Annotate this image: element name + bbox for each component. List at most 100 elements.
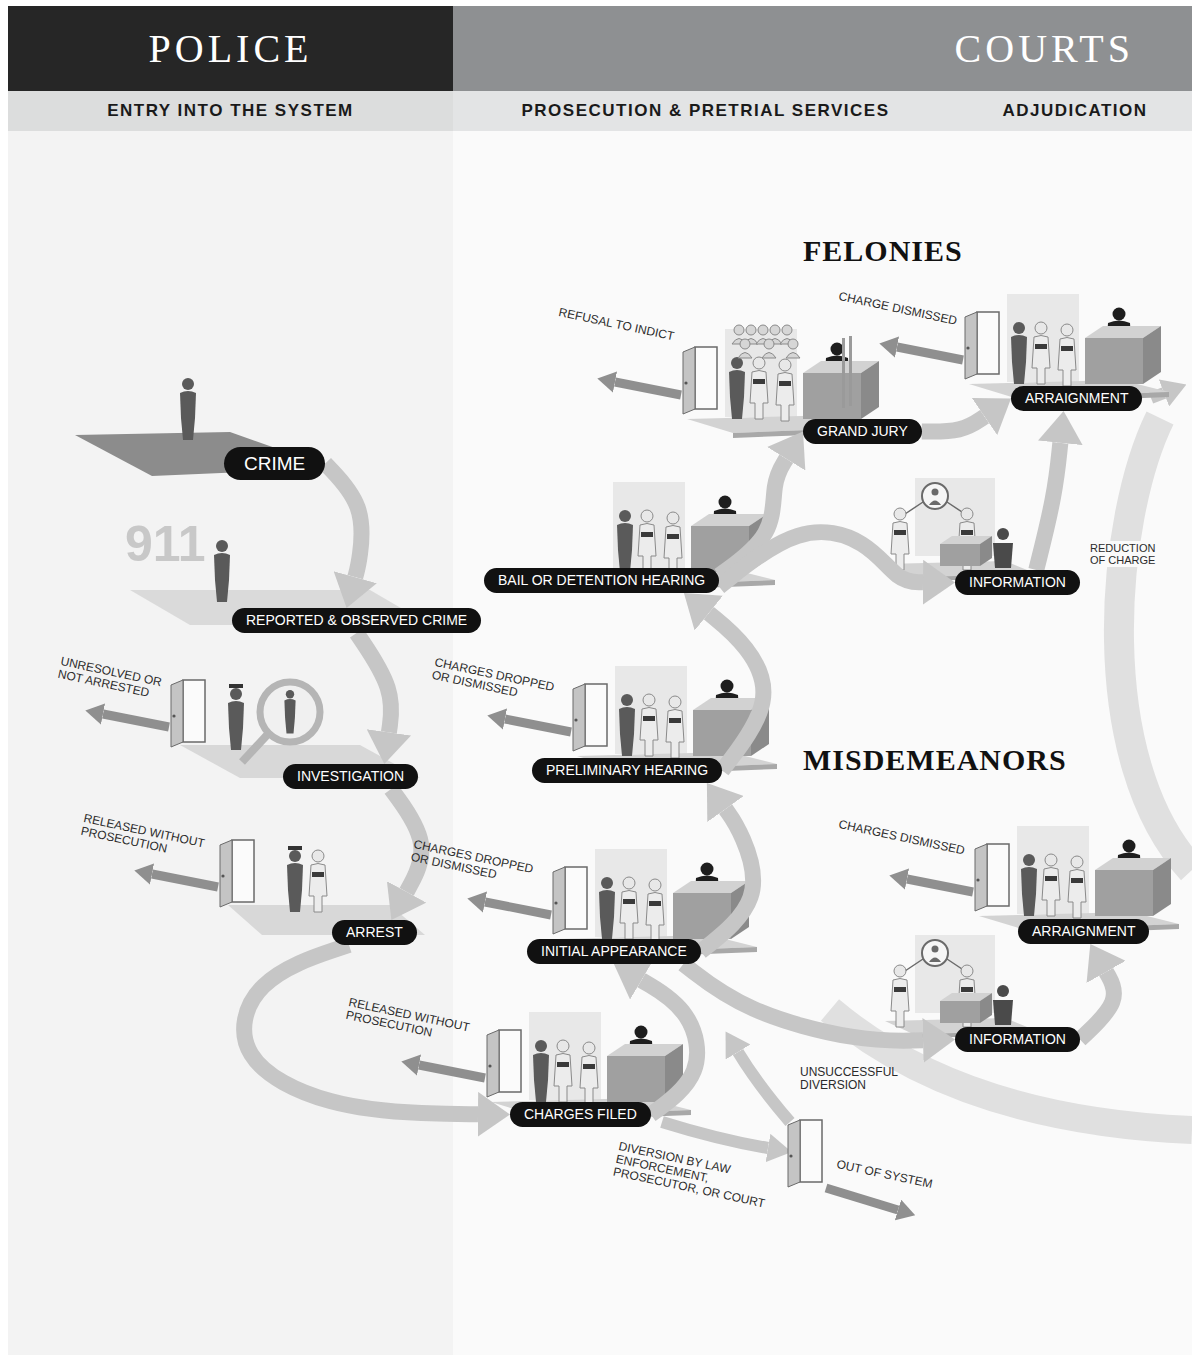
stage-text: ARRAIGNMENT: [1025, 390, 1128, 407]
magnifier-lens: [260, 682, 320, 742]
stage-text: INITIAL APPEARANCE: [541, 943, 687, 960]
stage-label: ARREST: [332, 920, 417, 945]
stage-text: BAIL OR DETENTION HEARING: [498, 572, 705, 589]
stage-label: INITIAL APPEARANCE: [527, 939, 701, 964]
rail-bar: [849, 336, 852, 406]
section-subheader: PROSECUTION & PRETRIAL SERVICES: [453, 91, 958, 131]
stage-label: ARRAIGNMENT: [1018, 919, 1149, 944]
stage-text: ARREST: [346, 924, 403, 941]
exit-arrow: [505, 719, 571, 732]
courts-ground: [453, 131, 1192, 1355]
flow-arrow: [683, 964, 923, 1041]
stage-text: INFORMATION: [969, 1031, 1066, 1048]
exit-arrow: [485, 902, 551, 915]
exit-arrow: [152, 874, 218, 887]
magnifier-handle: [242, 734, 268, 762]
exit-label: CHARGES DROPPED OR DISMISSED: [410, 838, 543, 890]
stage-label: INFORMATION: [955, 570, 1080, 595]
section-heading: MISDEMEANORS: [803, 743, 1067, 777]
stage-label: GRAND JURY: [803, 419, 922, 444]
person-figure: [214, 540, 230, 602]
stage-text: CHARGES FILED: [524, 1106, 637, 1123]
exit-label: CHARGES DROPPED OR DISMISSED: [431, 656, 564, 708]
stage-text: ARRAIGNMENT: [1032, 923, 1135, 940]
exit-arrow: [907, 879, 973, 892]
flow-arrow: [1080, 972, 1114, 1040]
police-figure: [228, 688, 244, 750]
information-scene: [885, 478, 1037, 581]
diversion-arrow: [662, 1122, 768, 1148]
exit-door: [171, 680, 205, 747]
exit-arrow: [897, 347, 963, 360]
juror-figure: [738, 339, 752, 358]
flow-label: REDUCTION OF CHARGE: [1090, 541, 1168, 567]
platform: [75, 432, 332, 476]
subheader-text: ADJUDICATION: [1002, 101, 1147, 121]
flow-arrow: [709, 613, 764, 770]
connector-group: [244, 417, 1114, 1115]
police-figure: [287, 850, 303, 912]
police-hat: [229, 684, 243, 688]
flow-arrow: [719, 532, 923, 587]
flow-arrow: [701, 809, 753, 951]
rail-bar: [842, 338, 845, 408]
flow-label: DIVERSION BY LAW ENFORCEMENT, PROSECUTOR…: [612, 1140, 782, 1212]
stage-label: BAIL OR DETENTION HEARING: [484, 568, 719, 593]
exit-label: REFUSAL TO INDICT: [557, 306, 675, 343]
stage-text: INFORMATION: [969, 574, 1066, 591]
stage-text: PRELIMINARY HEARING: [546, 762, 708, 779]
exit-label: RELEASED WITHOUT PROSECUTION: [80, 812, 213, 864]
band-title: COURTS: [955, 25, 1134, 72]
exit-arrow: [615, 382, 681, 395]
exit-label: RELEASED WITHOUT PROSECUTION: [345, 996, 478, 1048]
section-subheader: ADJUDICATION: [958, 91, 1192, 131]
exit-arrow: [419, 1065, 485, 1078]
stage-text: REPORTED & OBSERVED CRIME: [246, 612, 467, 629]
stage-text: CRIME: [244, 453, 305, 474]
information-scene: [885, 935, 1037, 1038]
flow-arrow: [244, 945, 478, 1114]
exit-door: [220, 840, 254, 907]
diversion-arrow: [738, 1052, 790, 1122]
flow-arrow: [357, 633, 392, 732]
stage-label: PRELIMINARY HEARING: [532, 758, 722, 783]
arrested-figure: [309, 850, 327, 912]
police-ground: [8, 131, 453, 1355]
stage-label: INFORMATION: [955, 1027, 1080, 1052]
flow-arrow: [325, 464, 361, 578]
person-figure: [180, 378, 196, 440]
police-hat: [288, 846, 302, 850]
subheader-text: ENTRY INTO THE SYSTEM: [107, 101, 354, 121]
stage-label: ARRAIGNMENT: [1011, 386, 1142, 411]
flow-band: [1119, 418, 1192, 870]
flow-arrow: [1036, 443, 1060, 570]
stage-label: CHARGES FILED: [510, 1102, 651, 1127]
exit-door: [788, 1120, 822, 1187]
watermark-number: 911: [125, 516, 206, 572]
section-band: COURTS: [453, 6, 1192, 91]
band-title: POLICE: [149, 25, 313, 72]
exit-label: OUT OF SYSTEM: [835, 1158, 933, 1191]
juror-figure: [762, 339, 776, 358]
stage-label: INVESTIGATION: [283, 764, 418, 789]
exit-arrow: [826, 1188, 898, 1210]
flow-arrow: [922, 417, 985, 432]
section-subheader: ENTRY INTO THE SYSTEM: [8, 91, 453, 131]
section-heading: FELONIES: [803, 234, 963, 268]
exit-label: CHARGES DISMISSED: [837, 818, 966, 857]
exit-label: CHARGE DISMISSED: [837, 290, 958, 328]
subheader-text: PROSECUTION & PRETRIAL SERVICES: [522, 101, 890, 121]
stage-label: REPORTED & OBSERVED CRIME: [232, 608, 481, 633]
flow-label: UNSUCCESSFUL DIVERSION: [800, 1066, 915, 1092]
exit-label: UNRESOLVED OR NOT ARRESTED: [57, 655, 170, 703]
stage-text: INVESTIGATION: [297, 768, 404, 785]
stage-text: GRAND JURY: [817, 423, 908, 440]
section-band: POLICE: [8, 6, 453, 91]
person-figure: [284, 690, 295, 733]
stage-label: CRIME: [224, 447, 325, 480]
exit-arrow: [103, 714, 169, 727]
